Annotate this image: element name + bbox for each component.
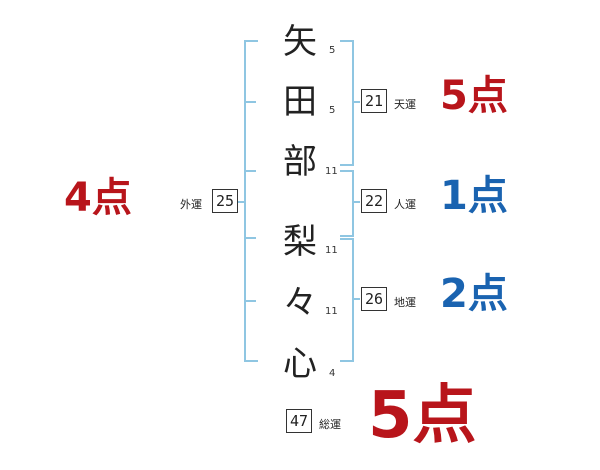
chiun-score: 2点	[440, 271, 508, 317]
name-char-3: 部	[283, 142, 317, 182]
outer-bracket-tick-1	[244, 101, 256, 103]
stroke-count-5: 11	[325, 306, 338, 317]
tenun-bracket	[340, 40, 354, 166]
jinun-bracket	[340, 170, 354, 237]
name-char-6: 心	[283, 344, 317, 384]
gaiun-label: 外運	[180, 198, 202, 211]
stroke-count-4: 11	[325, 245, 338, 256]
outer-bracket-tick-2	[244, 170, 256, 172]
outer-bracket-tick-3	[244, 237, 256, 239]
jinun-value-box: 22	[361, 189, 387, 213]
outer-bracket-left	[244, 40, 258, 362]
gaiun-value-box: 25	[212, 189, 238, 213]
outer-bracket-tick-4	[244, 300, 256, 302]
name-char-5: 々	[283, 283, 317, 323]
jinun-label: 人運	[394, 198, 416, 211]
chiun-bracket	[340, 238, 354, 362]
tenun-label: 天運	[394, 98, 416, 111]
jinun-score: 1点	[440, 173, 508, 219]
chiun-label: 地運	[394, 296, 416, 309]
chiun-connector	[352, 298, 360, 300]
chiun-value-box: 26	[361, 287, 387, 311]
gaiun-connector	[238, 201, 246, 203]
souun-score: 5点	[368, 379, 477, 453]
name-char-2: 田	[283, 82, 317, 122]
name-char-4: 梨	[283, 222, 317, 262]
jinun-connector	[352, 201, 360, 203]
stroke-count-1: 5	[329, 45, 336, 56]
stroke-count-2: 5	[329, 105, 336, 116]
tenun-connector	[352, 101, 360, 103]
tenun-value-box: 21	[361, 89, 387, 113]
name-char-1: 矢	[283, 22, 317, 62]
tenun-score: 5点	[440, 73, 508, 119]
souun-value-box: 47	[286, 409, 312, 433]
stroke-count-6: 4	[329, 368, 336, 379]
souun-label: 総運	[319, 418, 341, 431]
stroke-count-3: 11	[325, 166, 338, 177]
gaiun-score: 4点	[64, 175, 132, 221]
